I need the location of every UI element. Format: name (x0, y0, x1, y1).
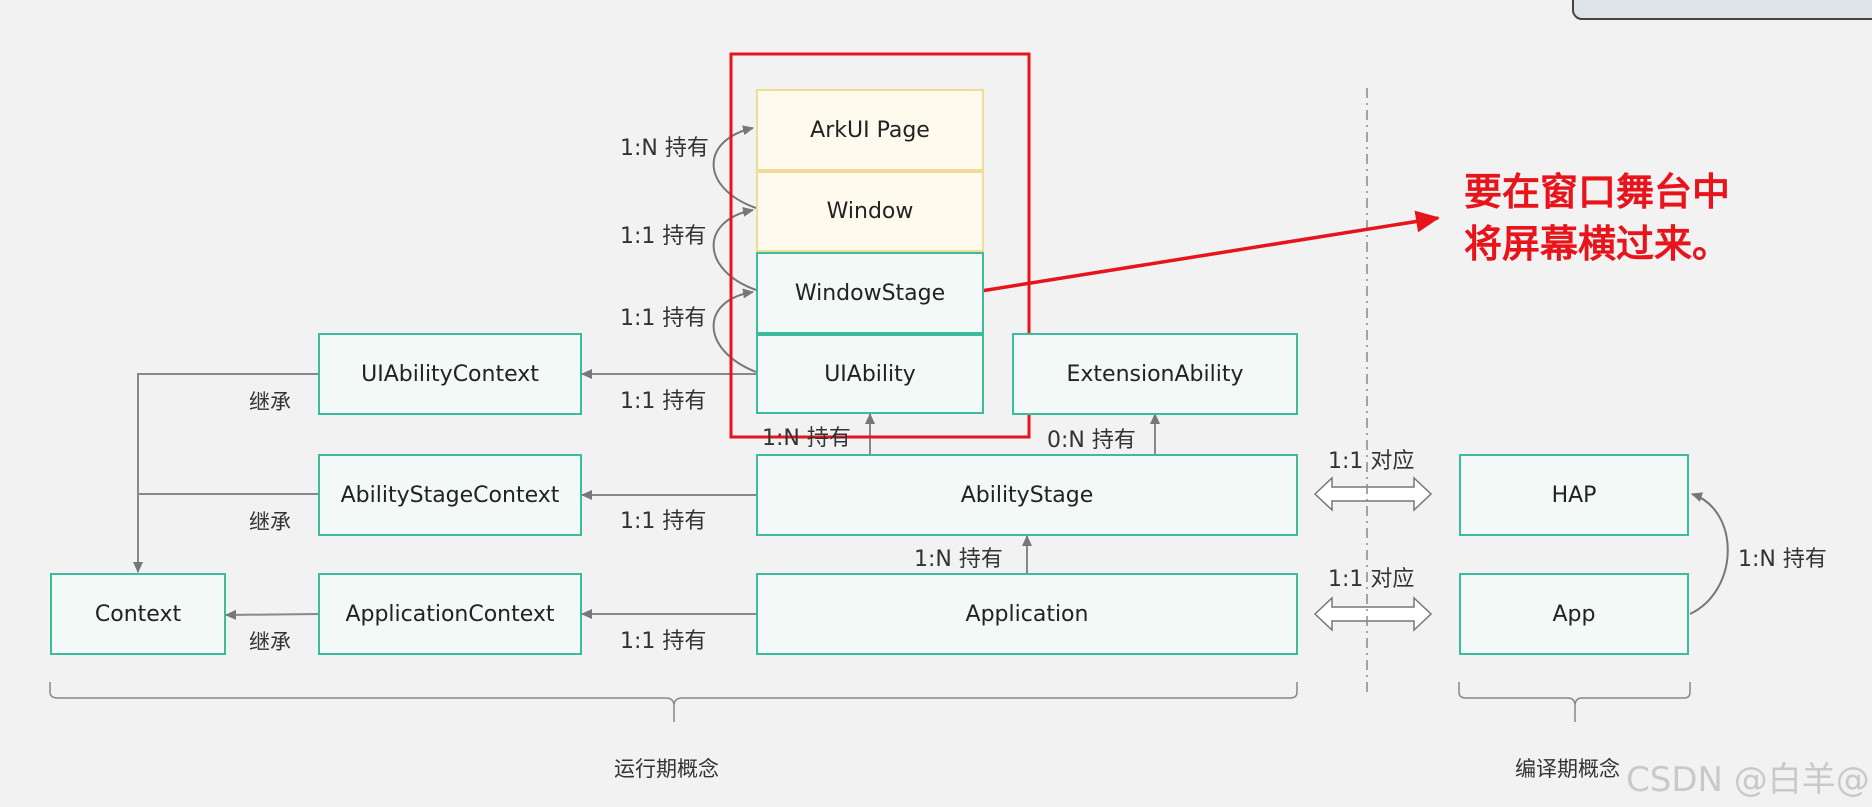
applicationcontext-box: ApplicationContext (318, 573, 582, 655)
uiability-box: UIAbility (756, 334, 984, 414)
app-label: App (1552, 601, 1596, 627)
curve-app-hap (1689, 492, 1729, 615)
window-label: Window (826, 199, 914, 224)
runtime-group-label: 运行期概念 (614, 757, 719, 781)
curve-uiability-windowstage (712, 288, 757, 373)
context-box: Context (50, 573, 226, 655)
map-arrow-abilitystage-hap (1313, 476, 1433, 512)
abilitystagecontext-label: AbilityStageContext (340, 482, 560, 508)
relation-label: 1:N 持有 (1738, 547, 1827, 572)
relation-label: 1:1 持有 (620, 509, 707, 534)
windowstage-label: WindowStage (794, 280, 946, 306)
inherit-label: 继承 (249, 390, 291, 414)
inherit-label: 继承 (249, 510, 291, 534)
mapping-label: 1:1 对应 (1328, 567, 1415, 592)
watermark: CSDN @白羊@ (1626, 760, 1870, 800)
relation-label: 1:N 持有 (762, 426, 851, 451)
inherit-arrow-applicationcontext (225, 609, 319, 620)
context-label: Context (94, 601, 182, 627)
inherit-label: 继承 (249, 630, 291, 654)
uiability-label: UIAbility (824, 361, 916, 387)
window-box: Window (756, 171, 984, 252)
applicationcontext-label: ApplicationContext (345, 601, 555, 627)
relation-label: 1:1 持有 (620, 224, 707, 249)
relation-label: 1:N 持有 (620, 136, 709, 161)
arkui-page-box: ArkUI Page (756, 89, 984, 171)
annotation-line-2: 将屏幕横过来。 (1464, 222, 1731, 266)
arkui-page-label: ArkUI Page (810, 117, 930, 143)
abilitystage-box: AbilityStage (756, 454, 1298, 536)
hap-label: HAP (1551, 482, 1597, 508)
extensionability-box: ExtensionAbility (1012, 333, 1298, 415)
runtime-bracket (49, 682, 1298, 722)
compile-bracket (1458, 682, 1691, 722)
mapping-label: 1:1 对应 (1328, 449, 1415, 474)
map-arrow-application-app (1313, 596, 1433, 632)
annotation-arrow (961, 210, 1440, 296)
relation-label: 1:1 持有 (620, 629, 707, 654)
app-box: App (1459, 573, 1689, 655)
uiabilitycontext-label: UIAbilityContext (361, 361, 539, 387)
extensionability-label: ExtensionAbility (1066, 361, 1244, 387)
annotation-text: 要在窗口舞台中 将屏幕横过来。 (1464, 166, 1730, 270)
relation-label: 1:1 持有 (620, 389, 707, 414)
uiabilitycontext-box: UIAbilityContext (318, 333, 582, 415)
application-box: Application (756, 573, 1298, 655)
abilitystage-label: AbilityStage (960, 482, 1094, 508)
annotation-line-1: 要在窗口舞台中 (1464, 170, 1731, 214)
highlight-rect (729, 52, 1031, 439)
windowstage-box: WindowStage (756, 252, 984, 334)
compile-group-label: 编译期概念 (1515, 757, 1620, 781)
hap-box: HAP (1459, 454, 1689, 536)
abilitystagecontext-box: AbilityStageContext (318, 454, 582, 536)
relation-label: 1:N 持有 (914, 547, 1003, 572)
inherit-line-uiabilitycontext (133, 373, 318, 573)
curve-windowstage-window (712, 206, 757, 291)
relation-label: 1:1 持有 (620, 306, 707, 331)
curve-window-arkuipage (712, 125, 757, 209)
window-edge (1572, 0, 1872, 20)
relation-label: 0:N 持有 (1047, 428, 1136, 453)
application-label: Application (965, 601, 1089, 627)
